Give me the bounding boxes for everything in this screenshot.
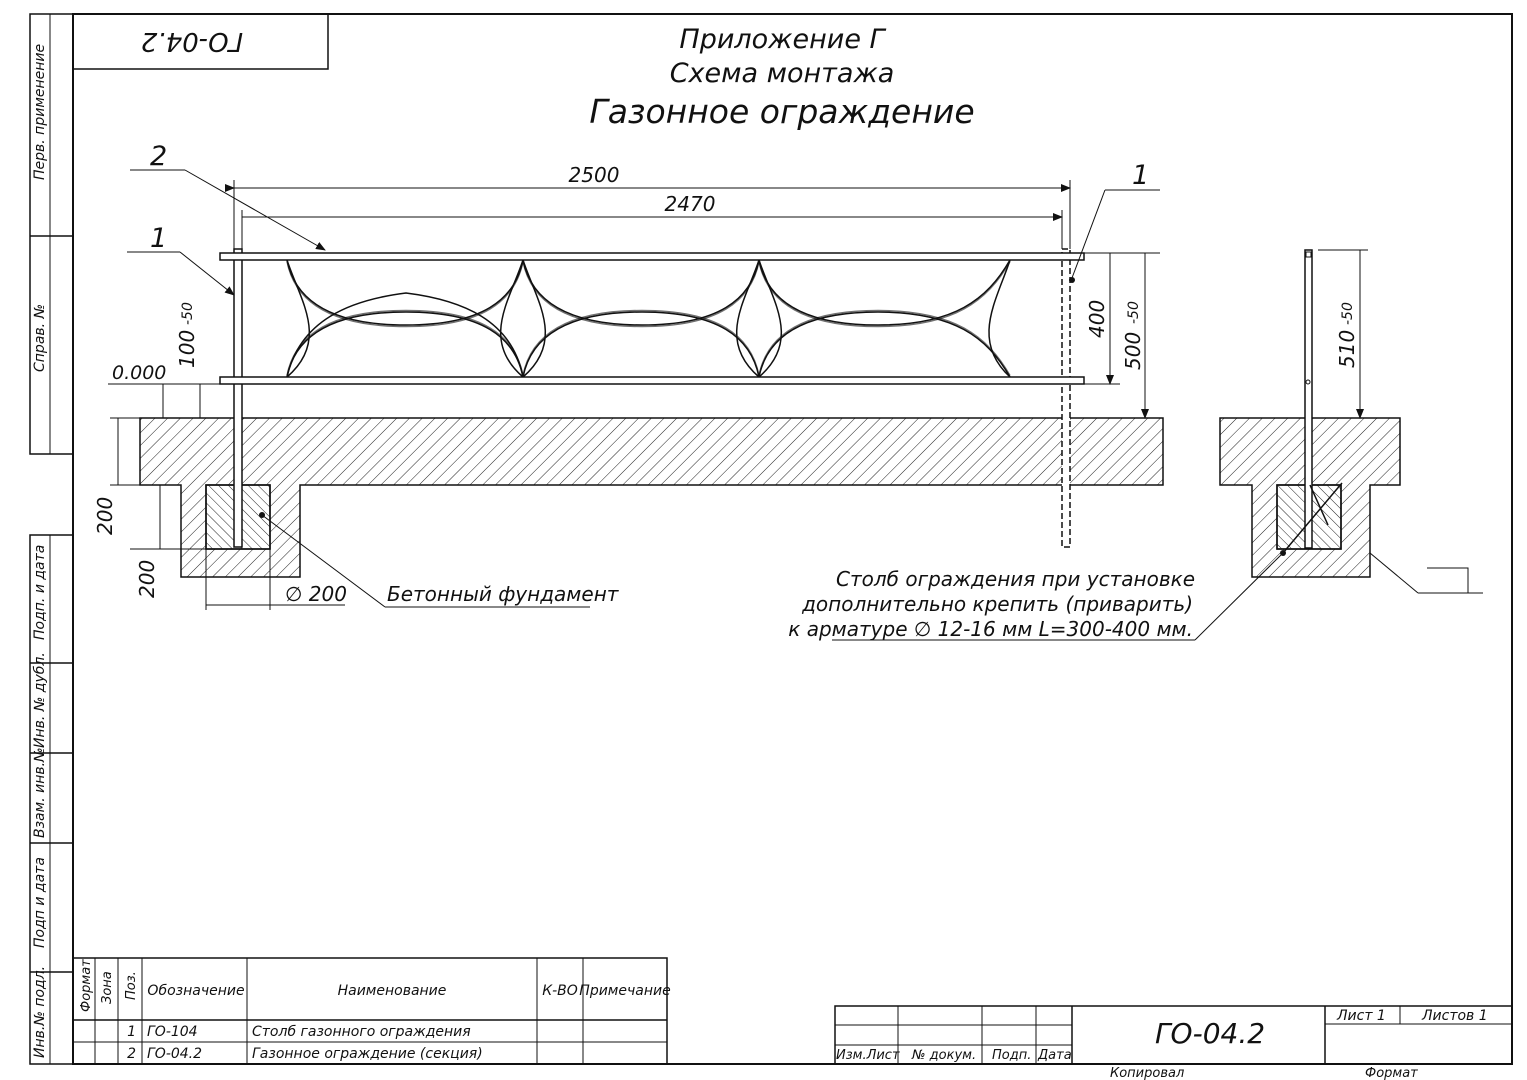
spec-row-2-pos: 2 bbox=[127, 1046, 136, 1062]
spec-row-2-designation: ГО-04.2 bbox=[147, 1046, 202, 1062]
side-view: 510 -50 bbox=[1219, 249, 1483, 594]
dim-510: 510 bbox=[1335, 330, 1359, 368]
decorative-pattern bbox=[286, 259, 1011, 378]
tb-code: ГО-04.2 bbox=[1155, 1017, 1265, 1050]
spec-header-designation: Обозначение bbox=[147, 983, 244, 999]
perv-primenenie-label: Перв. применение bbox=[32, 44, 48, 180]
level-0000: 0.000 bbox=[112, 362, 166, 384]
callout-labels: 2 1 1 Бетонный фундамент Столб ограждени… bbox=[150, 141, 1195, 641]
spec-header-zone: Зона bbox=[100, 971, 115, 1004]
title-block bbox=[834, 1005, 1513, 1065]
post-right bbox=[1061, 248, 1071, 548]
spec-row-1-designation: ГО-104 bbox=[147, 1024, 198, 1040]
note-post-line-2: дополнительно крепить (приварить) bbox=[801, 592, 1193, 616]
dim-2470: 2470 bbox=[665, 192, 716, 216]
title-line-1: Приложение Г bbox=[679, 24, 886, 55]
spec-row-1-pos: 1 bbox=[127, 1024, 136, 1040]
spec-header-note: Примечание bbox=[579, 983, 670, 999]
dim-500: 500 bbox=[1121, 332, 1145, 370]
dim-100-tol: -50 bbox=[180, 302, 196, 325]
spec-header-format: Формат bbox=[79, 959, 94, 1012]
dim-2500: 2500 bbox=[569, 163, 620, 187]
top-rail bbox=[219, 252, 1085, 261]
drawing-title: Приложение Г Схема монтажа Газонное огра… bbox=[589, 24, 974, 131]
tb-izm-list: Изм.Лист bbox=[836, 1048, 900, 1063]
dimension-labels-main: 2500 2470 0.000 100 -50 400 500 -50 200 … bbox=[93, 163, 1145, 606]
tb-listov: Листов 1 bbox=[1421, 1008, 1488, 1024]
dim-diameter-200: ∅ 200 bbox=[285, 582, 347, 606]
post-left bbox=[233, 248, 243, 548]
note-post-line-3: к арматуре ∅ 12-16 мм L=300-400 мм. bbox=[788, 617, 1193, 641]
inv-no-podl-label: Инв.№ подл. bbox=[32, 966, 48, 1058]
title-block-text: Изм.Лист № докум. Подп. Дата ГО-04.2 Лис… bbox=[836, 1008, 1488, 1080]
tb-list: Лист 1 bbox=[1336, 1008, 1386, 1024]
dim-500-tol: -50 bbox=[1126, 301, 1142, 324]
spec-header-pos: Поз. bbox=[124, 971, 139, 1000]
tb-no-dokum: № докум. bbox=[911, 1048, 976, 1063]
sprav-no-label: Справ. № bbox=[32, 304, 48, 372]
dim-200-b: 200 bbox=[135, 560, 159, 598]
dim-400: 400 bbox=[1085, 300, 1109, 338]
dimensions-main bbox=[108, 180, 1160, 610]
spec-row-1-name: Столб газонного ограждения bbox=[252, 1024, 471, 1040]
title-line-2: Схема монтажа bbox=[670, 58, 895, 89]
note-foundation: Бетонный фундамент bbox=[387, 582, 620, 606]
spec-table bbox=[72, 957, 668, 1065]
top-code-rotated: ГО-04.2 bbox=[141, 26, 243, 56]
callout-pos-2: 2 bbox=[150, 141, 167, 172]
side-post bbox=[1304, 249, 1313, 549]
note-post-line-1: Столб ограждения при установке bbox=[836, 567, 1195, 591]
podp-i-data-label-2: Подп и дата bbox=[32, 857, 48, 948]
callout-leaders bbox=[127, 169, 1284, 641]
sheet-frame bbox=[29, 13, 1513, 1065]
top-code-box: ГО-04.2 bbox=[73, 14, 329, 70]
callout-pos-1-left: 1 bbox=[150, 223, 167, 254]
dim-510-tol: -50 bbox=[1340, 302, 1356, 325]
dim-100: 100 bbox=[175, 330, 199, 368]
tb-kopiroval: Копировал bbox=[1110, 1066, 1184, 1080]
spec-table-text: Формат Зона Поз. Обозначение Наименовани… bbox=[79, 959, 671, 1062]
tb-data: Дата bbox=[1037, 1048, 1072, 1063]
spec-header-name: Наименование bbox=[338, 983, 447, 999]
fence-section bbox=[219, 248, 1085, 548]
callout-pos-1-right: 1 bbox=[1132, 160, 1149, 191]
inv-no-dubl-label: Инв. № дубл. bbox=[32, 652, 48, 748]
podp-i-data-label-1: Подп. и дата bbox=[32, 545, 48, 640]
tb-podp: Подп. bbox=[992, 1048, 1031, 1063]
spec-header-qty: К-ВО bbox=[542, 983, 578, 999]
vzam-inv-no-label: Взам. инв.№ bbox=[32, 747, 48, 838]
spec-row-2-name: Газонное ограждение (секция) bbox=[252, 1046, 483, 1062]
bottom-rail bbox=[219, 376, 1085, 385]
dim-200-a: 200 bbox=[93, 497, 117, 535]
title-line-3: Газонное ограждение bbox=[589, 92, 974, 131]
ground-section bbox=[110, 417, 1164, 578]
tb-format: Формат bbox=[1365, 1066, 1418, 1080]
side-stamps: Перв. применение Справ. № Подп. и дата И… bbox=[32, 44, 48, 1058]
